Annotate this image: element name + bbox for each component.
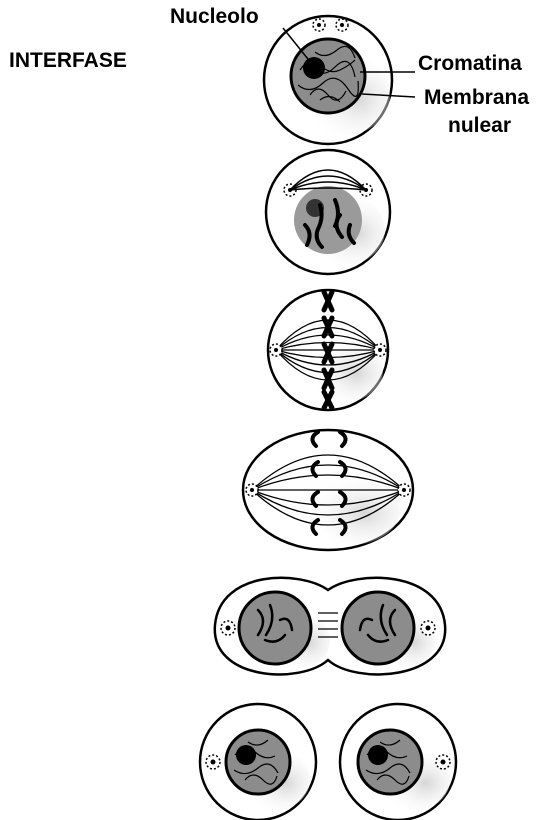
prophase-cell xyxy=(266,150,390,274)
nucleus xyxy=(291,39,365,113)
daughter-cell-right xyxy=(340,704,456,820)
nucleus xyxy=(358,730,422,794)
anaphase-cell xyxy=(243,430,413,550)
nucleolus xyxy=(368,745,388,765)
nucleolus xyxy=(303,57,325,79)
nucleolus xyxy=(236,745,256,765)
telophase-cell xyxy=(215,578,445,675)
nucleus xyxy=(226,730,290,794)
daughter-cell-left xyxy=(200,704,316,820)
metaphase-cell xyxy=(268,290,388,410)
centrosome-icon xyxy=(436,755,450,769)
interphase-cell xyxy=(264,16,415,144)
centrosome-icon xyxy=(206,755,220,769)
